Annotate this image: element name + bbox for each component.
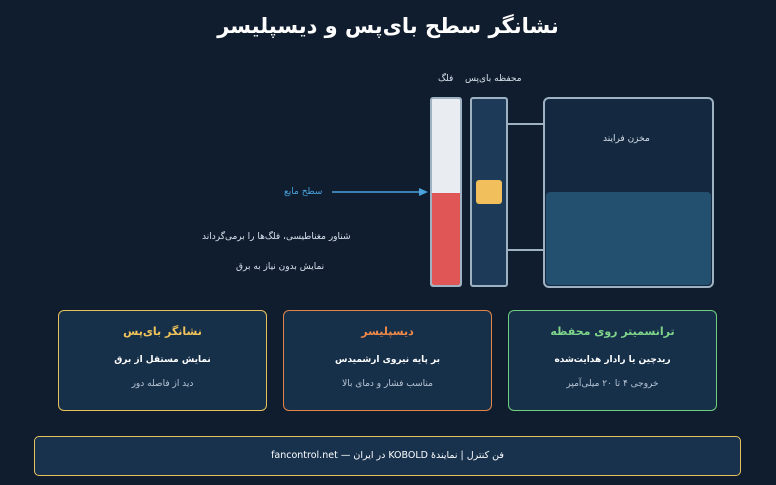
card-line: نمایش مستقل از برق [114, 355, 211, 365]
bypass-chamber-label: محفظه بای‌پس [465, 74, 522, 84]
no-power-note: نمایش بدون نیاز به برق [236, 262, 325, 272]
upper-pipe [508, 123, 543, 125]
liquid-level-arrow [332, 188, 428, 196]
float-note: شناور مغناطیسی، فلگ‌ها را برمی‌گرداند [202, 232, 351, 242]
card-line: خروجی ۴ تا ۲۰ میلی‌آمپر [566, 379, 659, 389]
magnetic-float [476, 180, 502, 204]
card-line: بر پایه نیروی ارشمیدس [335, 355, 440, 365]
card-bypass-indicator: نشانگر بای‌پس نمایش مستقل از برق دید از … [58, 310, 267, 411]
card-line: مناسب فشار و دمای بالا [342, 379, 433, 389]
card-title: نشانگر بای‌پس [123, 325, 202, 338]
flag-label: فلگ [438, 74, 454, 84]
card-title: دیسپلیسر [361, 325, 414, 338]
card-line: دید از فاصله دور [131, 379, 194, 389]
card-line: ریدچین یا رادار هدایت‌شده [554, 355, 671, 365]
footer-banner: فن کنترل | نمایندهٔ KOBOLD در ایران — fa… [34, 436, 741, 476]
card-transmitter: ترانسمیتر روی محفظه ریدچین یا رادار هدای… [508, 310, 717, 411]
card-title: ترانسمیتر روی محفظه [550, 325, 675, 338]
card-displacer: دیسپلیسر بر پایه نیروی ارشمیدس مناسب فشا… [283, 310, 492, 411]
liquid-level-label: سطح مایع [284, 187, 323, 197]
flag-red-section [432, 193, 460, 285]
process-tank-label: مخزن فرایند [603, 134, 650, 144]
tank-liquid [546, 192, 711, 285]
lower-pipe [508, 249, 543, 251]
page-title: نشانگر سطح بای‌پس و دیسپلیسر [217, 14, 559, 38]
